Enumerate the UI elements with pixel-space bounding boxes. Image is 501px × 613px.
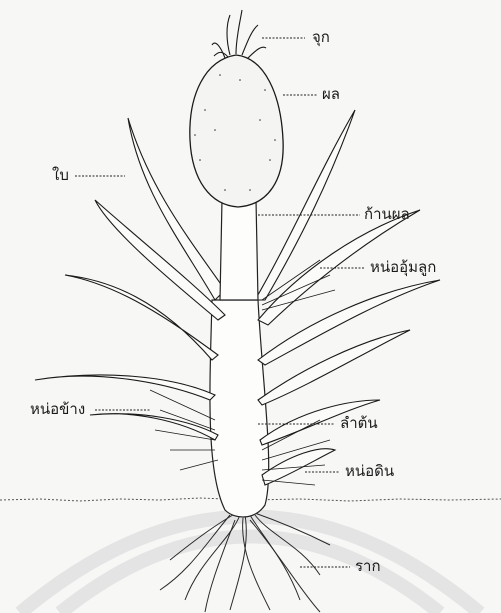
fruit (190, 55, 283, 207)
peduncle (220, 200, 258, 300)
label-fruit: ผล (322, 87, 340, 102)
crown (212, 10, 266, 58)
label-leaf: ใบ (52, 168, 69, 183)
label-root: ราก (355, 559, 381, 574)
label-slip: หน่ออุ้มลูก (370, 260, 436, 275)
label-side-shoot: หน่อข้าง (30, 402, 85, 417)
label-peduncle: ก้านผล (364, 207, 410, 222)
stem (210, 300, 269, 517)
label-crown: จุก (312, 30, 330, 45)
label-stem: ลำต้น (340, 416, 378, 431)
label-sucker: หน่อดิน (345, 464, 394, 479)
